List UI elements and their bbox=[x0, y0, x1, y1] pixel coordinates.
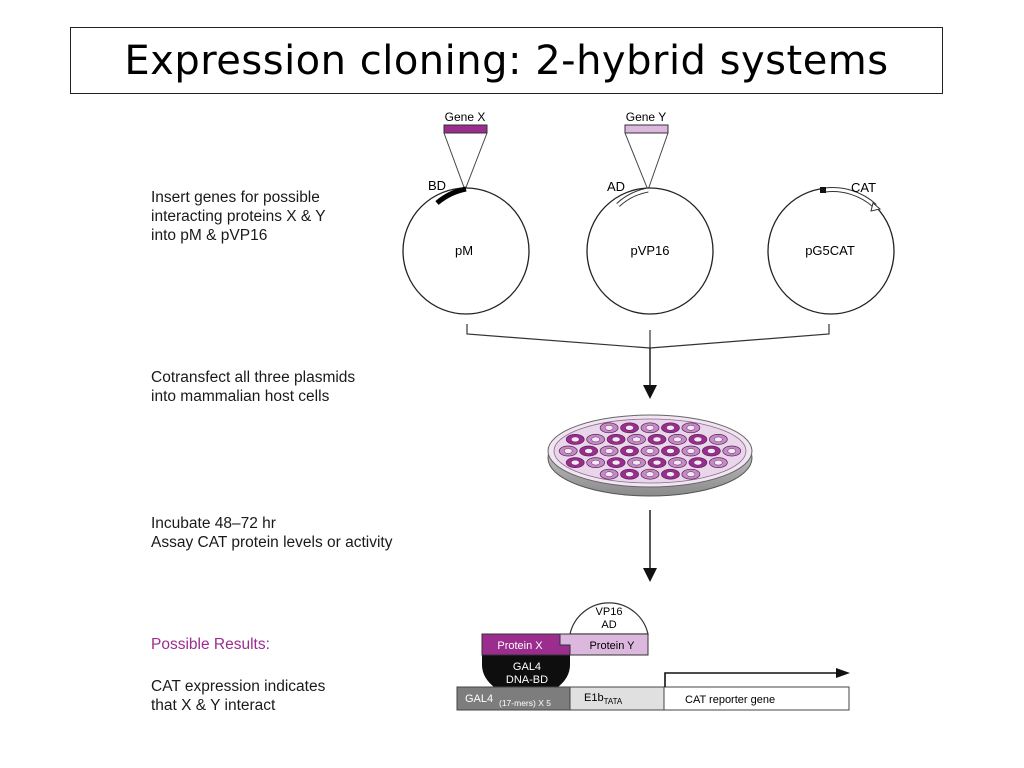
cell-nucleus bbox=[666, 425, 675, 431]
ad-region-inner bbox=[616, 188, 649, 207]
cell-nucleus bbox=[666, 471, 675, 477]
cat-reporter-gene bbox=[663, 686, 850, 711]
cell-nucleus bbox=[645, 425, 655, 431]
protein-y-label: Protein Y bbox=[589, 640, 635, 652]
cat-reporter-label: CAT reporter gene bbox=[685, 694, 775, 706]
plasmid-pvp16: Gene Y AD pVP16 bbox=[586, 110, 714, 315]
cell-nucleus bbox=[645, 471, 655, 477]
step-incubate-line-2: Assay CAT protein levels or activity bbox=[151, 534, 393, 551]
gal4-site-detail: (17-mers) X 5 bbox=[499, 698, 551, 708]
ad-label: AD bbox=[607, 179, 625, 194]
cat-label: CAT bbox=[851, 180, 876, 195]
step-cotransfect-line-2: into mammalian host cells bbox=[151, 388, 330, 405]
e1b-label: E1bTATA bbox=[584, 692, 623, 706]
cat-region-inner bbox=[824, 188, 877, 208]
cell-nucleus bbox=[591, 436, 600, 443]
transcription-start-arrow bbox=[664, 672, 838, 687]
cell-nucleus bbox=[591, 459, 600, 466]
cell-nucleus bbox=[632, 436, 641, 443]
cell-nucleus bbox=[625, 448, 634, 454]
gene-y-insert bbox=[624, 124, 669, 134]
cell-nucleus bbox=[686, 471, 696, 477]
cell-nucleus bbox=[625, 471, 634, 477]
gal4-bd-label-2: DNA-BD bbox=[506, 674, 548, 686]
cell-nucleus bbox=[604, 425, 614, 431]
cell-nucleus bbox=[604, 448, 614, 454]
step-cotransfect-text: Cotransfect all three plasmids into mamm… bbox=[151, 368, 355, 406]
vp16-ad-label-1: VP16 bbox=[596, 606, 623, 618]
cell-nucleus bbox=[570, 436, 580, 443]
step-cotransfect-line-1: Cotransfect all three plasmids bbox=[151, 369, 356, 386]
transcription-complex: VP16 AD GAL4 DNA-BD Protein X Protein Y bbox=[481, 602, 649, 700]
cell-layer bbox=[558, 422, 742, 480]
cell-nucleus bbox=[714, 459, 723, 466]
plasmid-pvp16-name: pVP16 bbox=[630, 243, 669, 258]
cell-nucleus bbox=[645, 448, 655, 454]
cell-nucleus bbox=[632, 459, 641, 466]
cell-nucleus bbox=[714, 436, 723, 443]
results-title-block: Possible Results: bbox=[151, 635, 270, 654]
cell-nucleus bbox=[570, 459, 580, 466]
gene-y-insert-wedge bbox=[624, 132, 669, 192]
cell-nucleus bbox=[584, 448, 593, 454]
plasmid-pg5cat: CAT pG5CAT bbox=[767, 180, 895, 315]
merge-bracket bbox=[466, 324, 830, 349]
results-title: Possible Results: bbox=[151, 636, 270, 653]
cell-nucleus bbox=[611, 436, 621, 443]
step-insert-line-2: interacting proteins X & Y bbox=[151, 208, 326, 225]
bd-label: BD bbox=[428, 178, 446, 193]
promoter-block bbox=[820, 187, 826, 193]
cell-nucleus bbox=[693, 459, 703, 466]
results-line-2: that X & Y interact bbox=[151, 697, 276, 714]
gene-y-label: Gene Y bbox=[626, 110, 666, 124]
protein-y bbox=[559, 633, 649, 656]
bd-region bbox=[435, 186, 467, 205]
protein-x-label: Protein X bbox=[497, 640, 543, 652]
cell-nucleus bbox=[673, 459, 682, 466]
step-insert-line-3: into pM & pVP16 bbox=[151, 227, 268, 244]
cell-nucleus bbox=[604, 471, 614, 477]
plasmid-pm-name: pM bbox=[455, 243, 473, 258]
gal4-site-label: GAL4 bbox=[465, 693, 493, 705]
gal4-bd-label-1: GAL4 bbox=[513, 661, 541, 673]
gene-x-insert-wedge bbox=[443, 132, 488, 192]
step-insert-line-1: Insert genes for possible bbox=[151, 189, 320, 206]
cell-nucleus bbox=[652, 459, 662, 466]
plasmid-pvp16-circle bbox=[586, 187, 714, 315]
cell-nucleus bbox=[686, 448, 696, 454]
cell-nucleus bbox=[727, 448, 737, 454]
vp16-ad-domain bbox=[569, 602, 649, 635]
title-box: Expression cloning: 2-hybrid systems bbox=[70, 27, 943, 94]
plasmid-pm-circle bbox=[402, 187, 530, 315]
e1b-label-sub: TATA bbox=[604, 697, 623, 706]
step-incubate-line-1: Incubate 48–72 hr bbox=[151, 515, 276, 532]
cell-nucleus bbox=[673, 436, 682, 443]
page-title: Expression cloning: 2-hybrid systems bbox=[124, 37, 889, 84]
gene-x-insert bbox=[443, 124, 488, 134]
results-line-1: CAT expression indicates bbox=[151, 678, 326, 695]
cell-nucleus bbox=[611, 459, 621, 466]
step-insert-text: Insert genes for possible interacting pr… bbox=[151, 188, 326, 245]
culture-dish bbox=[547, 414, 753, 497]
cell-nucleus bbox=[693, 436, 703, 443]
plasmid-pg5cat-name: pG5CAT bbox=[805, 243, 855, 258]
cell-nucleus bbox=[666, 448, 675, 454]
e1b-label-main: E1b bbox=[584, 692, 604, 704]
plasmid-pm: Gene X BD pM bbox=[402, 110, 530, 315]
cell-nucleus bbox=[652, 436, 662, 443]
cell-nucleus bbox=[707, 448, 716, 454]
step-incubate-text: Incubate 48–72 hr Assay CAT protein leve… bbox=[151, 514, 392, 552]
cat-arrow-tip bbox=[870, 202, 882, 212]
cell-nucleus bbox=[686, 425, 696, 431]
vp16-ad-label-2: AD bbox=[601, 619, 616, 631]
transcription-arrowhead bbox=[836, 668, 850, 678]
gene-x-label: Gene X bbox=[445, 110, 486, 124]
cell-nucleus bbox=[625, 425, 634, 431]
reporter-construct: GAL4 (17-mers) X 5 E1bTATA CAT reporter … bbox=[456, 668, 850, 711]
cell-nucleus bbox=[563, 448, 573, 454]
results-text: CAT expression indicates that X & Y inte… bbox=[151, 677, 325, 715]
